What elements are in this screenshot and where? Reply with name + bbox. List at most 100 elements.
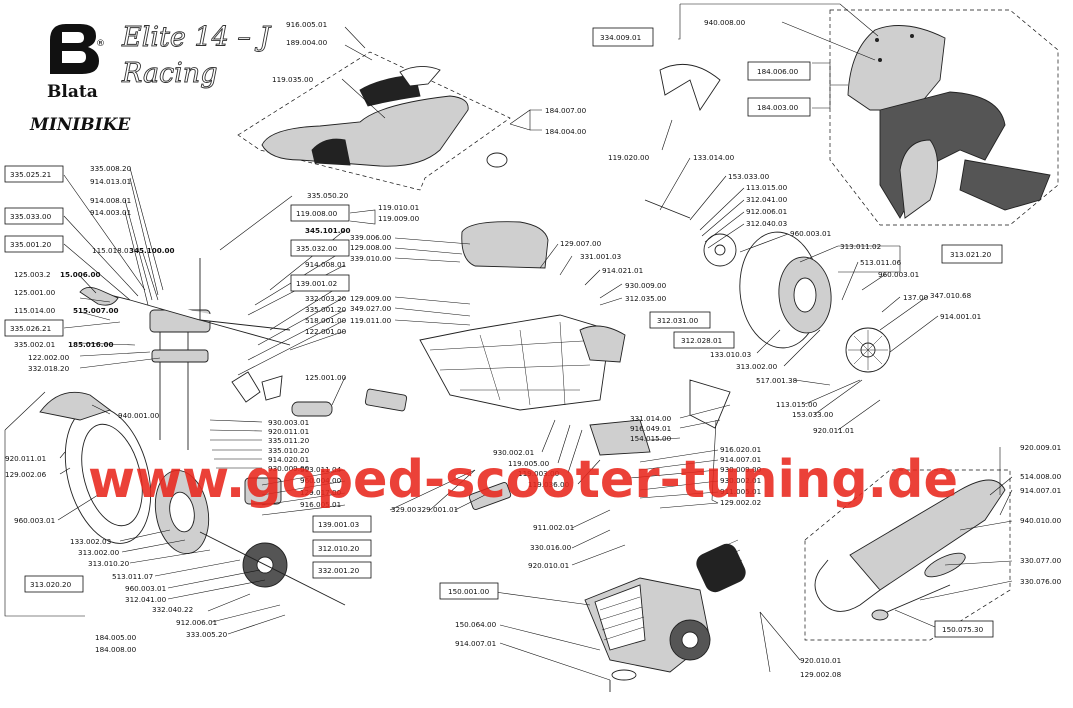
blata-logo: ® Blata — [47, 24, 105, 102]
category-title: MINIBIKE — [29, 115, 131, 135]
engine-assembly — [584, 539, 746, 692]
part-label: 335.010.20 — [268, 446, 310, 455]
part-label: 332.040.22 — [152, 605, 193, 614]
part-label: 312.041.00 — [746, 195, 788, 204]
part-label: 517.001.38 — [756, 376, 798, 385]
part-label: 137.00 — [903, 293, 929, 302]
part-label: 920.009.01 — [1020, 443, 1061, 452]
box-312-031-00: 312.031.00 — [657, 316, 699, 325]
part-label: 914.008.01 — [305, 260, 346, 269]
box-184-003-00: 184.003.00 — [757, 103, 799, 112]
part-label: 125.001.00 — [305, 373, 347, 382]
exhaust-group-outline — [804, 469, 1011, 641]
part-label: 119.009.00 — [378, 214, 420, 223]
box-332-001-20: 332.001.20 — [318, 566, 360, 575]
part-label: 129.007.00 — [560, 239, 602, 248]
model-line-2: Racing — [121, 58, 217, 89]
part-label: 184.005.00 — [95, 633, 137, 642]
box-335-026-21: 335.026.21 — [10, 324, 51, 333]
part-label: 184.004.00 — [545, 127, 587, 136]
part-label: 339.010.00 — [350, 254, 392, 263]
part-label: 150.064.00 — [455, 620, 497, 629]
part-label: 15.006.00 — [60, 270, 100, 279]
brand-name: Blata — [47, 82, 98, 102]
part-label: 914.007.01 — [1020, 486, 1061, 495]
box-312-028-01: 312.028.01 — [681, 336, 722, 345]
part-label: 914.020.01 — [268, 455, 309, 464]
part-label: 133.010.03 — [710, 350, 751, 359]
part-label: 960.003.01 — [790, 229, 831, 238]
box-334-009-01: 334.009.01 — [600, 33, 641, 42]
part-label: 331.014.00 — [630, 414, 672, 423]
part-label: 920.011.01 — [5, 454, 46, 463]
part-label: 184.008.00 — [95, 645, 137, 654]
box-119-008-00: 119.008.00 — [296, 209, 338, 218]
part-label: 335.050.20 — [307, 191, 349, 200]
part-label: 916.005.01 — [286, 20, 327, 29]
part-label: 912.006.01 — [746, 207, 787, 216]
part-label: 329.00 — [391, 505, 417, 514]
part-label: 345.101.00 — [305, 226, 350, 235]
part-label: 185.016.00 — [68, 340, 113, 349]
rear-wheel — [703, 231, 891, 373]
part-label: 916.049.01 — [630, 424, 671, 433]
watermark-text: www.goped-scooter-tuning.de — [88, 450, 958, 510]
part-label: 330.077.00 — [1020, 556, 1062, 565]
part-label: 312.041.00 — [125, 595, 167, 604]
part-label: 333.005.20 — [186, 630, 228, 639]
box-150-001-00: 150.001.00 — [448, 587, 490, 596]
part-label: 940.001.00 — [118, 411, 160, 420]
part-label: 345.100.00 — [129, 246, 174, 255]
part-label: 514.008.00 — [1020, 472, 1062, 481]
box-313-021-20: 313.021.20 — [950, 250, 992, 259]
part-label: 515.007.00 — [73, 306, 118, 315]
part-label: 312.035.00 — [625, 294, 667, 303]
box-313-020-20: 313.020.20 — [30, 580, 72, 589]
part-label: 920.011.01 — [268, 427, 309, 436]
part-label: 930.003.01 — [268, 418, 309, 427]
part-label: 940.008.00 — [704, 18, 746, 27]
part-label: 129.017.00 — [300, 488, 342, 497]
part-label: 133.002.03 — [70, 537, 111, 546]
part-label: 330.076.00 — [1020, 577, 1062, 586]
front-wheel — [39, 391, 346, 606]
exhaust-assembly — [814, 479, 1006, 621]
part-label: 914.013.01 — [90, 177, 131, 186]
part-label: 914.008.01 — [90, 196, 131, 205]
part-label: 513.011.06 — [860, 258, 902, 267]
part-label: 113.015.00 — [746, 183, 788, 192]
part-label: 914.007.01 — [720, 455, 761, 464]
part-label: 916.020.01 — [720, 445, 761, 454]
front-fork-assembly — [79, 258, 333, 450]
part-label: 313.002.00 — [78, 548, 120, 557]
part-label: 335.001.20 — [305, 305, 347, 314]
box-312-010-20: 312.010.20 — [318, 544, 360, 553]
part-label: 125.001.00 — [14, 288, 56, 297]
part-label: 335.011.20 — [268, 436, 310, 445]
box-139-001-02: 139.001.02 — [296, 279, 337, 288]
part-label: 920.010.01 — [528, 561, 569, 570]
part-label: 153.033.00 — [728, 172, 770, 181]
part-label: 122.001.00 — [305, 327, 347, 336]
part-label: 335.008.20 — [90, 164, 132, 173]
seat-group-outline — [237, 51, 511, 191]
part-label: 930.009.00 — [625, 281, 667, 290]
part-label: 339.006.00 — [350, 233, 392, 242]
box-184-006-00: 184.006.00 — [757, 67, 799, 76]
part-label: 119.011.00 — [350, 316, 392, 325]
box-150-075-30: 150.075.30 — [942, 625, 984, 634]
part-label: 119.010.01 — [378, 203, 419, 212]
part-label: 184.007.00 — [545, 106, 587, 115]
part-label: 513.011.07 — [112, 572, 153, 581]
part-label: 129.009.00 — [350, 294, 392, 303]
part-label: 914.003.01 — [90, 208, 131, 217]
part-label: 916.005.01 — [300, 500, 341, 509]
model-line-1: Elite 14 – J — [121, 22, 272, 53]
part-label: 914.021.01 — [602, 266, 643, 275]
part-label: 119.035.00 — [272, 75, 314, 84]
frame-assembly — [364, 63, 731, 510]
part-label: 313.010.20 — [88, 559, 130, 568]
box-335-033-00: 335.033.00 — [10, 212, 52, 221]
part-label: 930.009.00 — [720, 465, 762, 474]
part-label: 330.016.00 — [530, 543, 572, 552]
